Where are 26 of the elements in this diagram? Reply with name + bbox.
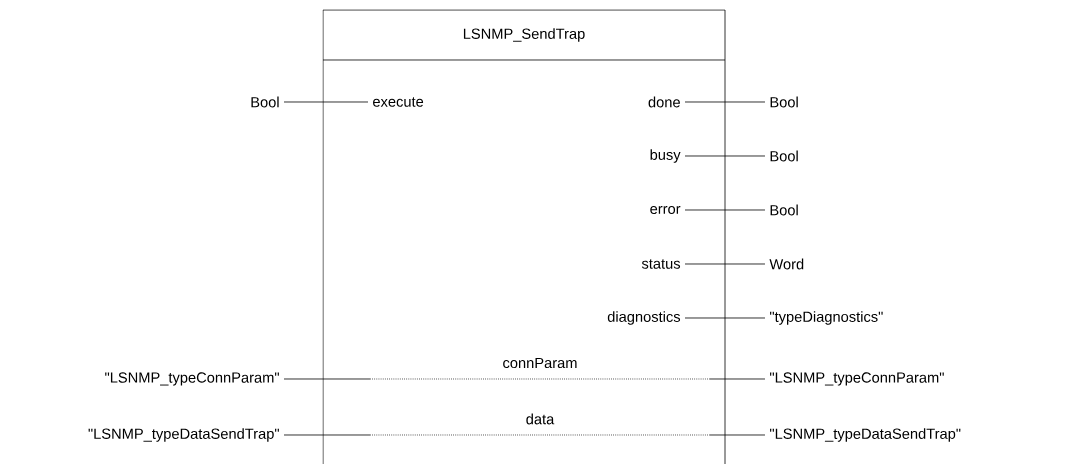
- edge-label: connParam: [501, 356, 579, 370]
- connector-line: [283, 101, 369, 103]
- connector-line: [684, 101, 766, 103]
- pin-label: execute: [373, 97, 424, 107]
- pin-label: status: [641, 259, 681, 269]
- pin-label: error: [650, 206, 681, 214]
- type-label: Bool: [770, 204, 798, 216]
- pin-label: diagnostics: [607, 311, 681, 325]
- type-label: Bool: [770, 150, 798, 162]
- type-label: "LSNMP_typeConnParam": [105, 372, 279, 386]
- type-label: "LSNMP_typeDataSendTrap": [88, 428, 279, 442]
- type-label: "typeDiagnostics": [770, 311, 883, 325]
- connector-line: [283, 434, 766, 436]
- type-label: Word: [769, 258, 804, 270]
- pin-label: busy: [650, 149, 681, 163]
- type-label: "LSNMP_typeDataSendTrap": [770, 428, 961, 442]
- type-label: "LSNMP_typeConnParam": [770, 372, 944, 386]
- edge-label: data: [524, 412, 556, 426]
- type-label: Bool: [251, 96, 279, 108]
- pin-label: done: [648, 96, 680, 108]
- connector-line: [684, 209, 766, 211]
- connector-line: [684, 263, 766, 265]
- connector-line: [684, 155, 766, 157]
- type-label: Bool: [770, 96, 798, 108]
- connector-line: [283, 378, 766, 380]
- connector-line: [684, 317, 766, 319]
